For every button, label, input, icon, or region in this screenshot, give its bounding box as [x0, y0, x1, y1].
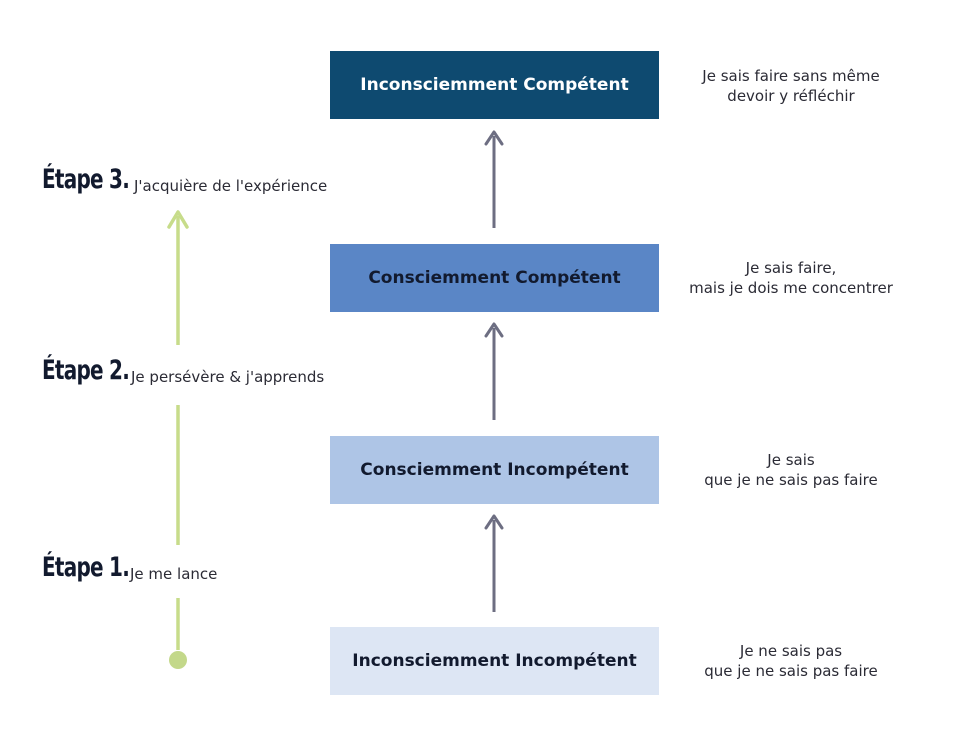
level-description-4: Je ne sais pas que je ne sais pas faire [704, 642, 878, 680]
level-title: Consciemment Incompétent [360, 460, 629, 480]
level-arrow-1 [484, 130, 504, 228]
progress-line [167, 210, 189, 669]
level-description-2: Je sais faire, mais je dois me concentre… [689, 259, 893, 297]
progress-start-dot [169, 651, 187, 669]
level-box-unconscious-competent: Inconsciemment Compétent [330, 51, 659, 119]
step-2-label: Je persévère & j'apprends [131, 368, 325, 386]
step-3: Étape 3. [42, 164, 160, 195]
level-arrow-2 [484, 322, 504, 420]
level-title: Inconsciemment Incompétent [352, 651, 637, 671]
step-3-label: J'acquière de l'expérience [134, 177, 328, 195]
step-1: Étape 1. [42, 552, 160, 583]
level-arrow-3 [484, 514, 504, 612]
step-title: Étape 1. [42, 552, 130, 583]
level-title: Consciemment Compétent [368, 268, 621, 288]
level-box-conscious-competent: Consciemment Compétent [330, 244, 659, 312]
level-description-3: Je sais que je ne sais pas faire [704, 451, 878, 489]
step-title: Étape 2. [42, 355, 130, 386]
step-2: Étape 2. [42, 355, 160, 386]
step-1-label: Je me lance [130, 565, 218, 583]
level-box-conscious-incompetent: Consciemment Incompétent [330, 436, 659, 504]
level-title: Inconsciemment Compétent [360, 75, 629, 95]
progress-arrowhead [167, 210, 189, 229]
level-description-1: Je sais faire sans même devoir y réfléch… [702, 67, 880, 105]
step-title: Étape 3. [42, 164, 130, 195]
level-box-unconscious-incompetent: Inconsciemment Incompétent [330, 627, 659, 695]
